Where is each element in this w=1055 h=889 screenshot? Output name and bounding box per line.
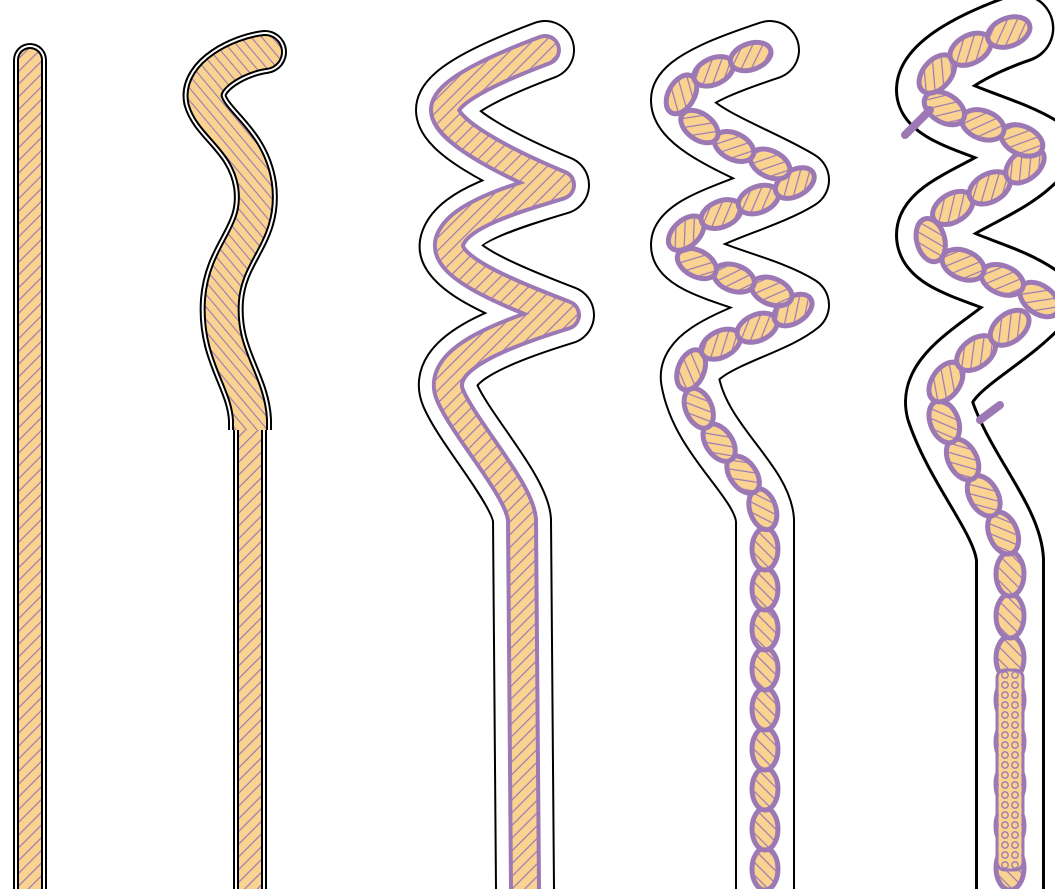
stage-4-segment-1	[752, 808, 778, 850]
stage-5-segment-7	[996, 552, 1024, 596]
stage-4-segment-7	[752, 568, 778, 610]
stage-5-fragmenting-coil	[905, 11, 1055, 889]
stage-4-segment-8	[752, 528, 778, 570]
stage-4-segmented-coil	[660, 37, 820, 889]
stage-4-segment-4	[752, 688, 778, 730]
stage-4-segment-6	[752, 608, 778, 650]
stage-5-segment-6	[996, 594, 1024, 638]
stage-4-segment-3	[752, 728, 778, 770]
stage-3-coiled-rod	[445, 50, 565, 889]
stage-4-segment-2	[752, 768, 778, 810]
stage-4-segment-5	[752, 648, 778, 690]
stage-2-bent-rod	[205, 52, 265, 889]
stage-4-segment-0	[752, 848, 778, 889]
